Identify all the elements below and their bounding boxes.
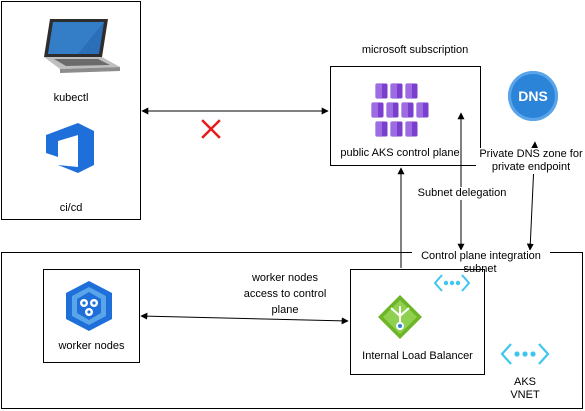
integration-subnet-line2: subnet bbox=[463, 263, 497, 275]
aks-cubes-icon bbox=[370, 82, 430, 138]
vnet-icon bbox=[500, 343, 550, 365]
integration-subnet-line1: Control plane integration bbox=[412, 250, 550, 263]
aks-worker-nodes-icon bbox=[66, 281, 112, 331]
load-balancer-box bbox=[350, 269, 485, 375]
dns-label-line1: Private DNS zone for bbox=[476, 148, 585, 161]
dns-label-line2: private endpoint bbox=[476, 161, 585, 174]
control-plane-label: public AKS control plane bbox=[340, 147, 460, 159]
access-line3: plane bbox=[271, 304, 299, 316]
dns-icon: DNS bbox=[508, 71, 558, 121]
access-line2: access to control bbox=[243, 288, 327, 300]
vnet-label-line1: AKS bbox=[513, 376, 536, 388]
red-x-icon bbox=[201, 119, 221, 139]
dns-icon-text: DNS bbox=[518, 88, 548, 104]
workers-to-lb-arrow bbox=[140, 312, 349, 325]
worker-nodes-label: worker nodes bbox=[58, 340, 125, 352]
subscription-title: microsoft subscription bbox=[361, 44, 469, 56]
azure-devops-icon bbox=[46, 123, 94, 173]
access-line1: worker nodes bbox=[251, 272, 319, 284]
cicd-label: ci/cd bbox=[59, 202, 83, 214]
load-balancer-icon bbox=[378, 295, 422, 339]
subnet-icon bbox=[433, 274, 471, 292]
laptop-icon bbox=[44, 19, 120, 73]
kubectl-label: kubectl bbox=[53, 92, 89, 104]
vnet-label-line2: VNET bbox=[510, 389, 540, 401]
load-balancer-label: Internal Load Balancer bbox=[362, 350, 473, 362]
subnet-delegation-label: Subnet delegation bbox=[414, 187, 510, 200]
